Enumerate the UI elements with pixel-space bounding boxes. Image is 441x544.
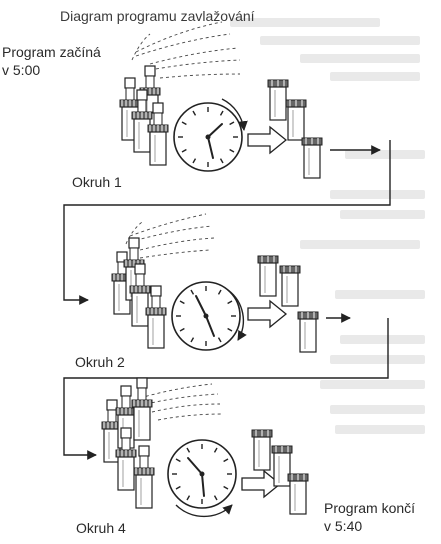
sprinkler-icon — [298, 312, 318, 352]
zone-2-label: Okruh 2 — [75, 354, 125, 371]
sprinkler-icon — [268, 80, 288, 120]
zone-1-label: Okruh 1 — [72, 174, 122, 191]
program-start-label: Program začíná — [2, 44, 101, 61]
next-arrow-icon — [248, 301, 286, 327]
next-arrow-icon — [248, 127, 286, 153]
zone-4-group — [102, 378, 308, 516]
program-start-time: v 5:00 — [2, 62, 40, 79]
sprinkler-icon — [132, 378, 152, 440]
zone-2-group — [112, 214, 318, 352]
sprinkler-icon — [286, 100, 306, 140]
zone-4-label: Okruh 4 — [76, 520, 126, 537]
sprinkler-icon — [134, 446, 154, 508]
diagram-title: Diagram programu zavlažování — [60, 8, 255, 25]
zone-1-group — [120, 22, 322, 178]
sprinkler-icon — [302, 138, 322, 178]
sprinkler-icon — [146, 286, 166, 348]
sprinkler-icon — [252, 430, 272, 470]
spray-lines-2 — [126, 214, 214, 258]
program-end-time: v 5:40 — [324, 518, 362, 535]
sprinkler-icon — [258, 256, 278, 296]
sprinkler-icon — [280, 266, 300, 306]
sprinkler-icon — [288, 474, 308, 514]
program-end-label: Program končí — [324, 500, 415, 517]
